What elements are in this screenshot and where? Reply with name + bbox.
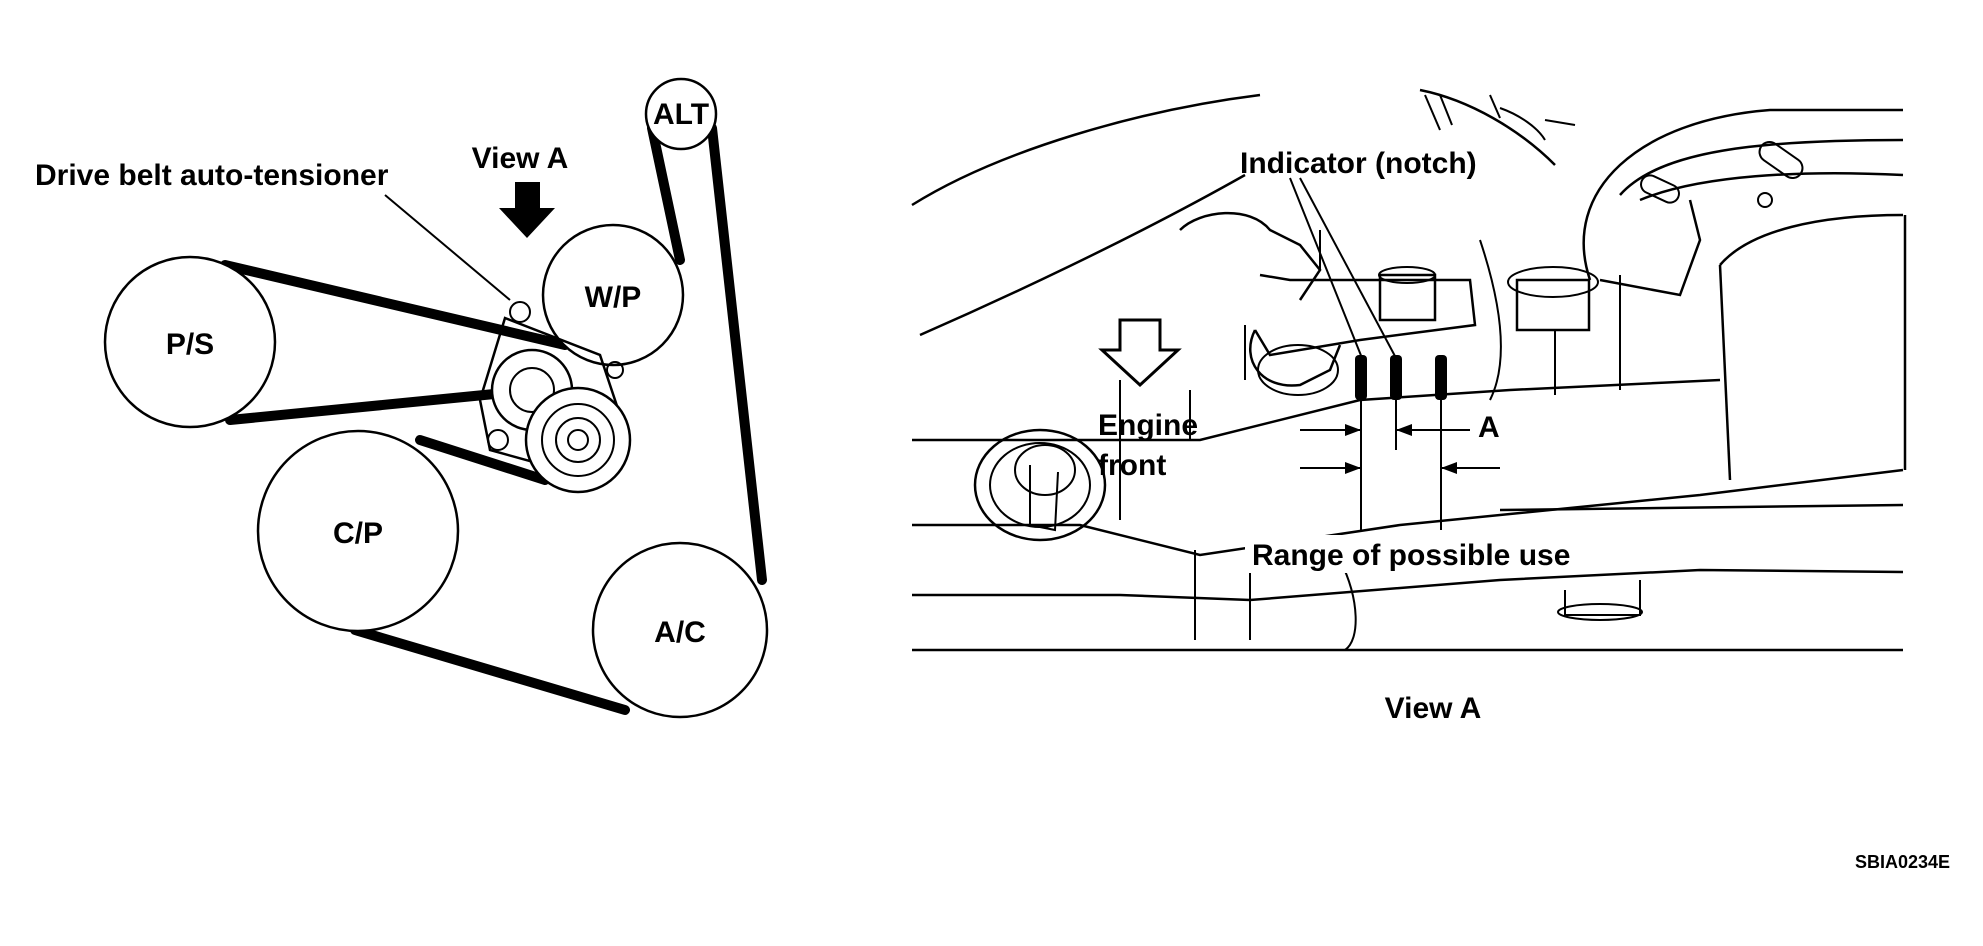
belt-alt-to-ac [707, 123, 767, 585]
auto-tensioner [478, 301, 632, 494]
dimension-a-label: A [1478, 411, 1500, 444]
ps-label: P/S [166, 328, 214, 361]
view-a-label: View A [472, 142, 569, 175]
ac-label: A/C [654, 616, 706, 649]
engine-boss [973, 428, 1107, 542]
view-a-detail: Indicator (notch) Engine front A Range o… [911, 88, 1907, 725]
alt-pulley [644, 77, 718, 151]
belt-routing-diagram: ALT W/P P/S C/P A/C View A Drive belt au… [35, 77, 769, 719]
figure-code: SBIA0234E [1855, 852, 1950, 872]
tensioner-leader-line [384, 194, 511, 301]
wp-label: W/P [585, 281, 642, 314]
view-a-arrow [499, 182, 555, 238]
dimension-a [1300, 400, 1500, 530]
view-a-caption: View A [1385, 692, 1482, 725]
wp-pulley [541, 223, 685, 367]
ps-pulley [103, 255, 277, 429]
alt-label: ALT [653, 98, 709, 131]
cp-pulley [256, 429, 460, 633]
range-label: Range of possible use [1252, 539, 1570, 572]
engine-front-label-line1: Engine [1098, 409, 1198, 442]
indicator-leader-2 [1299, 177, 1397, 359]
engine-front-label-line2: front [1098, 449, 1166, 482]
tensioner-label: Drive belt auto-tensioner [35, 159, 389, 192]
indicator-label: Indicator (notch) [1240, 147, 1477, 180]
belt-ps-to-wp [220, 260, 570, 350]
belt-cp-to-tensioner [415, 435, 550, 485]
belt-cp-to-ac [350, 625, 630, 715]
belt-ps-to-tensioner [225, 385, 540, 425]
belt-wp-to-alt [647, 123, 685, 265]
cp-label: C/P [333, 517, 383, 550]
indicator-leader-1 [1289, 177, 1363, 359]
indicator-notches [1355, 355, 1447, 400]
ac-pulley [591, 541, 769, 719]
engine-front-arrow [1098, 318, 1182, 388]
